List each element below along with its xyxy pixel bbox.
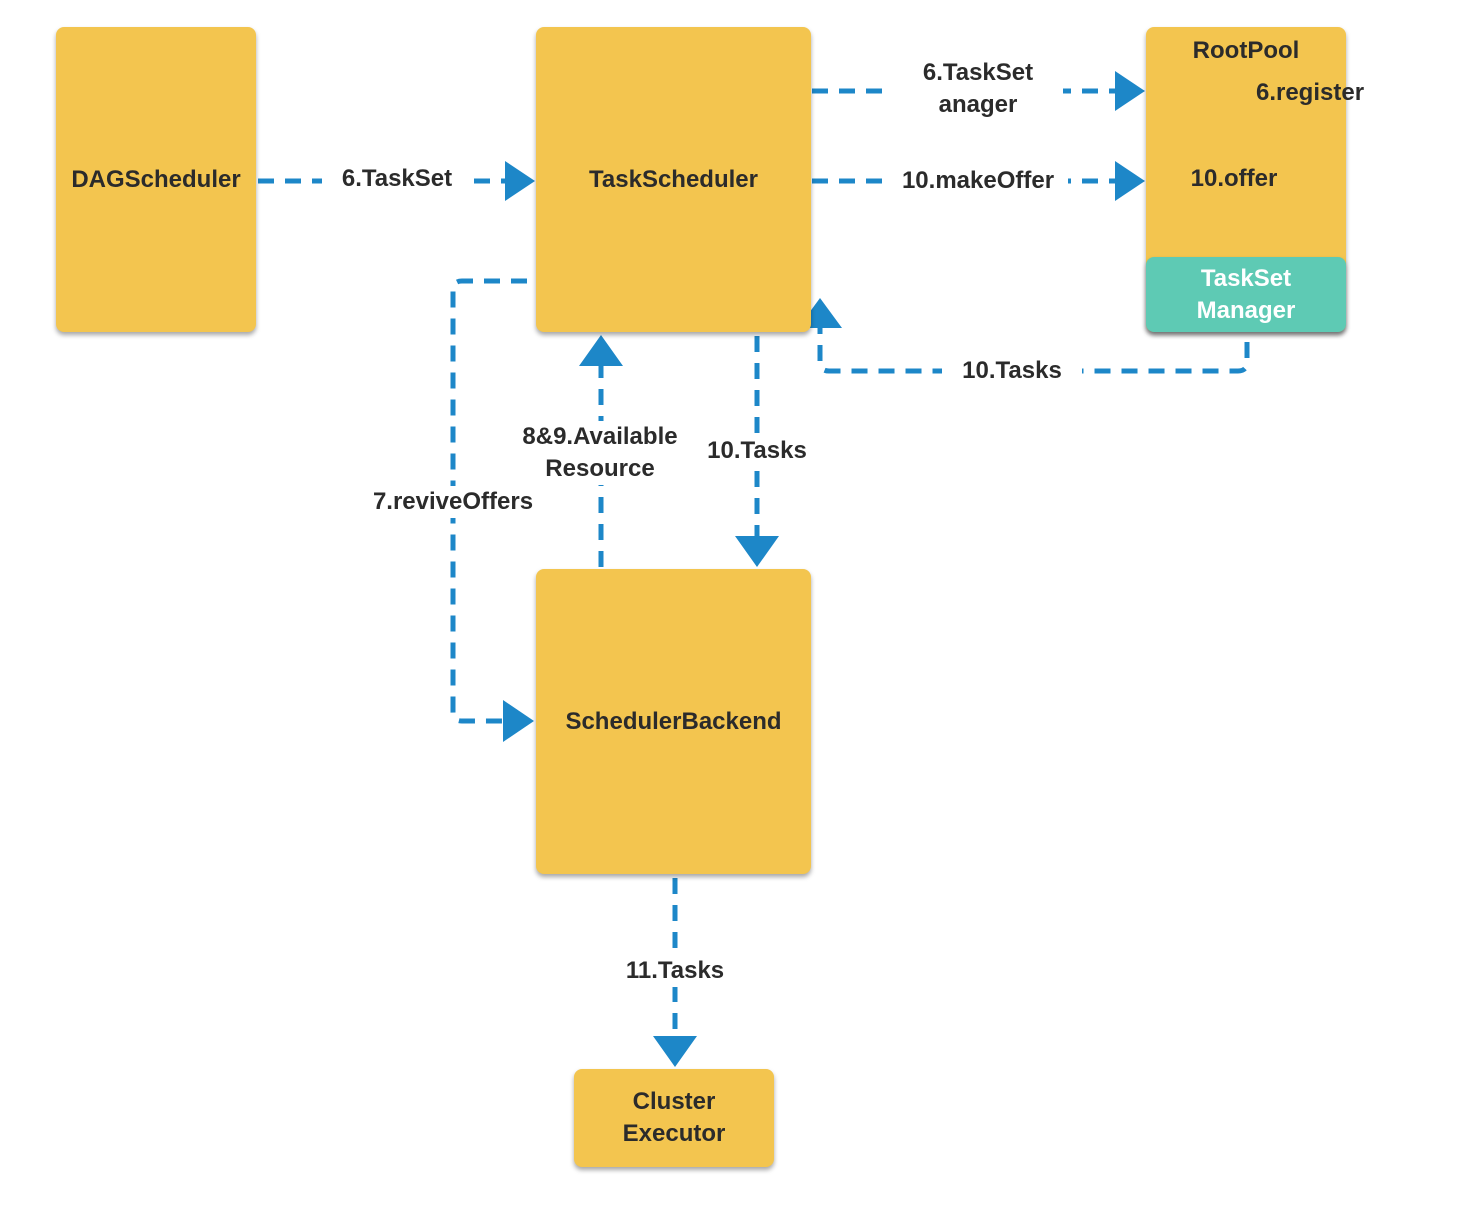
edge-label-taskset-manager-line2: anager <box>938 91 1018 118</box>
edge-label-tsm-tasks: 10.Tasks <box>942 355 1082 387</box>
edge-label-offer: 10.offer <box>1190 165 1278 192</box>
cluster-executor-node: Cluster Executor <box>574 1069 774 1167</box>
task-scheduler-node: TaskScheduler <box>536 27 811 332</box>
edge-label-available-resource-line2: Resource <box>545 455 655 482</box>
edge-label-available-resource: 8&9.Available Resource <box>502 421 698 485</box>
scheduler-backend-node: SchedulerBackend <box>536 569 811 874</box>
dag-scheduler-node: DAGScheduler <box>56 27 256 332</box>
cluster-executor-label-line1: Cluster <box>632 1088 716 1115</box>
arrowhead-makeoffer <box>1115 161 1145 201</box>
arrowhead-available-resource <box>579 335 623 366</box>
taskset-manager-label-line2: Manager <box>1196 296 1296 324</box>
arrowhead-taskscheduler-to-rootpool <box>1115 71 1145 111</box>
cluster-executor-label-line2: Executor <box>622 1120 726 1147</box>
taskset-manager-node: TaskSet Manager <box>1146 257 1346 332</box>
edge-label-register: 6.register <box>1255 79 1365 106</box>
root-pool-title: RootPool <box>1192 37 1300 64</box>
arrowhead-taskscheduler-tasks <box>735 536 779 567</box>
taskset-manager-label-line1: TaskSet <box>1200 264 1292 292</box>
dag-scheduler-label: DAGScheduler <box>71 165 241 193</box>
edge-label-makeoffer: 10.makeOffer <box>888 165 1068 197</box>
edge-label-dag-taskset: 6.TaskSet <box>322 163 472 195</box>
edge-label-executor-tasks: 11.Tasks <box>608 955 742 987</box>
scheduler-backend-label: SchedulerBackend <box>565 707 782 735</box>
connector-revive-offers <box>450 278 527 724</box>
arrowhead-revive-offers <box>503 700 534 742</box>
edge-label-revive-offers: 7.reviveOffers <box>357 486 549 518</box>
edge-label-taskset-manager-line1: 6.TaskSet <box>922 59 1034 86</box>
task-scheduler-label: TaskScheduler <box>589 165 758 193</box>
arrowhead-dag-to-taskscheduler <box>505 161 535 201</box>
edge-label-taskset-manager: 6.TaskSet anager <box>893 57 1063 121</box>
edge-label-taskscheduler-tasks: 10.Tasks <box>692 435 822 467</box>
edge-label-available-resource-line1: 8&9.Available <box>522 423 678 450</box>
arrowhead-backend-to-executor <box>653 1036 697 1067</box>
